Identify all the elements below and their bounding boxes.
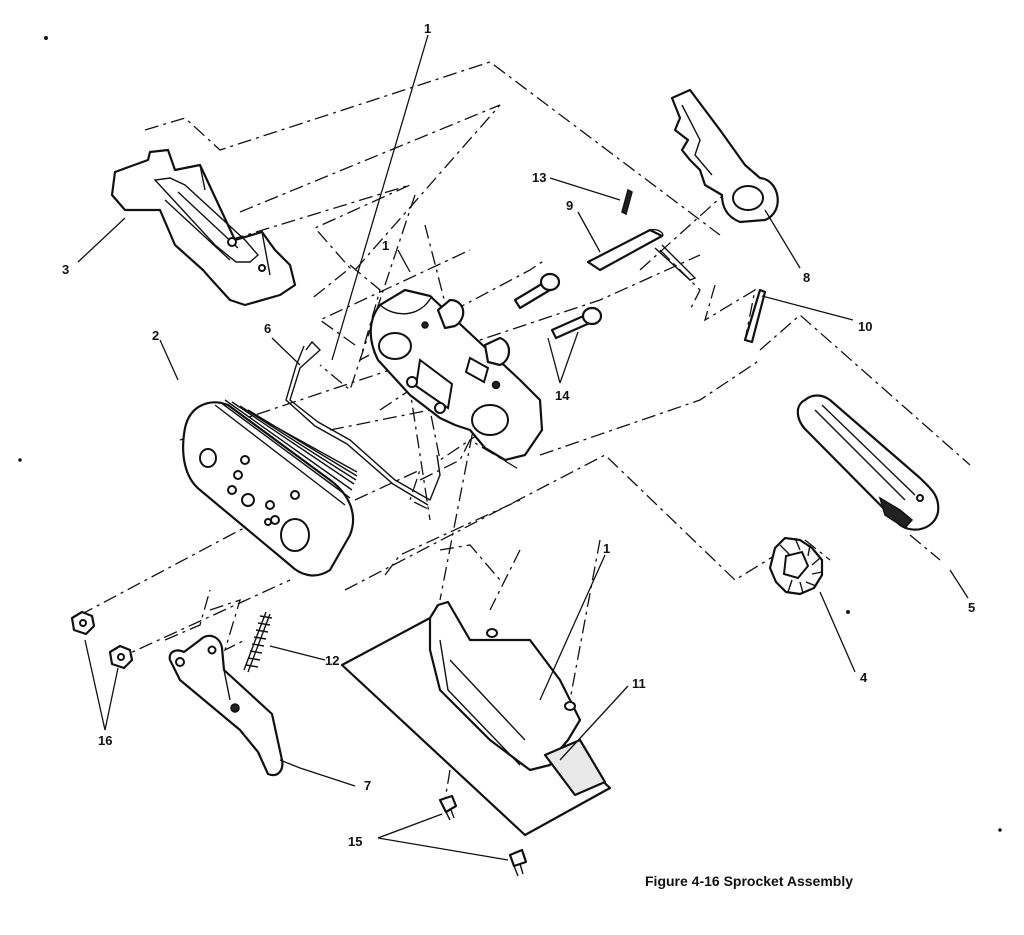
callout-5: 5 xyxy=(968,600,975,615)
part-15-screws xyxy=(438,794,528,877)
callout-12: 12 xyxy=(325,653,339,668)
leader-lines xyxy=(77,34,969,861)
callouts: 1 1 1 2 3 4 5 6 7 8 9 10 11 12 13 14 15 … xyxy=(62,21,975,849)
callout-13: 13 xyxy=(532,170,546,185)
callout-1: 1 xyxy=(382,238,389,253)
callout-2: 2 xyxy=(152,328,159,343)
callout-1-right: 1 xyxy=(603,541,610,556)
callout-4: 4 xyxy=(860,670,868,685)
part-6-wire xyxy=(285,340,441,506)
part-7-bracket xyxy=(168,634,284,777)
part-16-nuts xyxy=(70,610,134,670)
part-4-gear xyxy=(768,536,824,596)
part-3-plate xyxy=(110,148,297,307)
callout-11: 11 xyxy=(632,676,646,691)
callout-6: 6 xyxy=(264,321,271,336)
print-specks xyxy=(18,36,1002,832)
part-2-sprocket-block xyxy=(182,399,358,577)
callout-14: 14 xyxy=(555,388,570,403)
callout-1-top: 1 xyxy=(424,21,431,36)
figure-caption: Figure 4-16 Sprocket Assembly xyxy=(645,873,854,889)
part-10-clip xyxy=(743,288,767,344)
part-11-tray xyxy=(340,600,612,837)
callout-9: 9 xyxy=(566,198,573,213)
callout-3: 3 xyxy=(62,262,69,277)
callout-15: 15 xyxy=(348,834,362,849)
callout-7: 7 xyxy=(364,778,371,793)
part-5-belt xyxy=(796,394,940,531)
callout-8: 8 xyxy=(803,270,810,285)
part-1-housing xyxy=(369,288,544,462)
part-9-shaft xyxy=(586,228,697,281)
part-13-pin xyxy=(621,188,633,216)
callout-10: 10 xyxy=(858,319,872,334)
part-12-spring xyxy=(243,611,273,673)
part-14-screws xyxy=(513,272,603,340)
callout-16: 16 xyxy=(98,733,112,748)
part-8-arm xyxy=(670,88,779,224)
